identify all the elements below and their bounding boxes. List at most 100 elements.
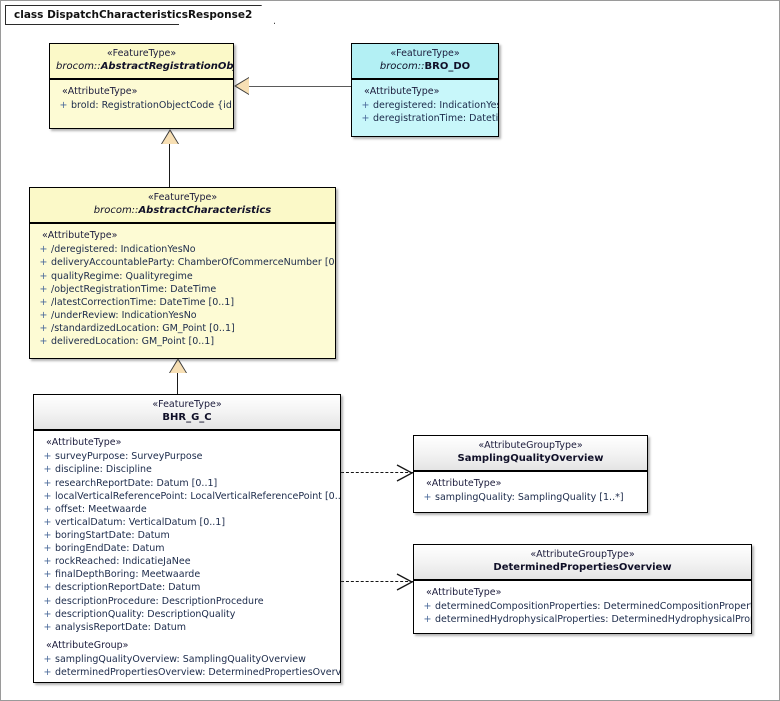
dependency-arrowhead-determinedpropertiesoverview: [396, 573, 414, 591]
visibility-marker: +: [39, 283, 48, 295]
attribute-row: + samplingQuality: SamplingQuality [1..*…: [414, 491, 647, 504]
attribute-row: + determinedHydrophysicalProperties: Det…: [414, 613, 751, 626]
class-attributes-sampling-quality-overview: «AttributeType» + samplingQuality: Sampl…: [414, 472, 647, 510]
class-header-sampling-quality-overview: «AttributeGroupType» SamplingQualityOver…: [414, 436, 647, 473]
attribute-text: deregistrationTime: Datetime: [373, 113, 499, 125]
attribute-row: +finalDepthBoring: Meetwaarde: [34, 568, 340, 581]
visibility-marker: +: [43, 556, 52, 568]
class-abstract-characteristics[interactable]: «FeatureType» brocom::AbstractCharacteri…: [29, 187, 336, 359]
visibility-marker: +: [43, 653, 52, 665]
compartment-label: «AttributeType»: [364, 86, 440, 98]
visibility-marker: +: [43, 582, 52, 594]
class-attributes-bhr-g-c: «AttributeType» +surveyPurpose: SurveyPu…: [34, 431, 340, 682]
attribute-row: +deliveredLocation: GM_Point [0..1]: [30, 335, 335, 348]
attribute-row: +determinedPropertiesOverview: Determine…: [34, 666, 340, 679]
attribute-text: samplingQuality: SamplingQuality [1..*]: [435, 492, 624, 504]
generalization-arrow-abstractcharacteristics: [162, 131, 178, 144]
attribute-row: +/objectRegistrationTime: DateTime: [30, 283, 335, 296]
attribute-text: discipline: Discipline: [55, 464, 152, 476]
visibility-marker: +: [39, 244, 48, 256]
attribute-row: +deliveryAccountableParty: ChamberOfComm…: [30, 256, 335, 269]
class-name: BHR_G_C: [40, 412, 334, 425]
class-attributes-bro-do: «AttributeType» + deregistered: Indicati…: [352, 80, 498, 131]
attribute-row: +descriptionReportDate: Datum: [34, 581, 340, 594]
attribute-row: +/latestCorrectionTime: DateTime [0..1]: [30, 296, 335, 309]
attribute-row: +boringEndDate: Datum: [34, 542, 340, 555]
diagram-title-tab: class DispatchCharacteristicsResponse2: [5, 5, 275, 24]
stereotype-label: «AttributeGroupType»: [530, 549, 635, 560]
attribute-row: +analysisReportDate: Datum: [34, 621, 340, 634]
visibility-marker: +: [39, 257, 48, 269]
class-name: SamplingQualityOverview: [420, 453, 641, 466]
attribute-text: determinedHydrophysicalProperties: Deter…: [435, 614, 752, 626]
attribute-text: rockReached: IndicatieJaNee: [55, 556, 191, 568]
visibility-marker: +: [361, 100, 370, 112]
attribute-text: descriptionReportDate: Datum: [55, 582, 201, 594]
visibility-marker: +: [43, 667, 52, 679]
compartment-label: «AttributeType»: [426, 587, 502, 599]
class-abstract-registration-object[interactable]: «FeatureType» brocom::AbstractRegistrati…: [49, 43, 234, 129]
attribute-row: + broId: RegistrationObjectCode {id}: [50, 99, 233, 112]
attribute-text: finalDepthBoring: Meetwaarde: [55, 569, 201, 581]
visibility-marker: +: [43, 451, 52, 463]
attribute-text: verticalDatum: VerticalDatum [0..1]: [55, 516, 226, 528]
class-name-text: SamplingQualityOverview: [457, 452, 604, 464]
visibility-marker: +: [39, 309, 48, 321]
attribute-text: /standardizedLocation: GM_Point [0..1]: [51, 323, 235, 335]
stereotype-label: «FeatureType»: [147, 192, 218, 203]
attribute-row: +boringStartDate: Datum: [34, 529, 340, 542]
compartment-label: «AttributeType»: [42, 230, 118, 242]
class-bhr-g-c[interactable]: «FeatureType» BHR_G_C «AttributeType» +s…: [33, 394, 341, 683]
class-sampling-quality-overview[interactable]: «AttributeGroupType» SamplingQualityOver…: [413, 435, 648, 513]
attribute-row: + deregistrationTime: Datetime: [352, 112, 498, 125]
class-attributes-determined-properties-overview: «AttributeType» + determinedCompositionP…: [414, 581, 751, 632]
attribute-text: boringEndDate: Datum: [55, 543, 165, 555]
visibility-marker: +: [361, 113, 370, 125]
visibility-marker: +: [43, 503, 52, 515]
attribute-text: /deregistered: IndicationYesNo: [51, 244, 196, 256]
package-prefix: brocom::: [93, 204, 139, 216]
attribute-text: offset: Meetwaarde: [55, 503, 147, 515]
class-name-text: DeterminedPropertiesOverview: [493, 561, 672, 573]
attribute-row: +qualityRegime: Qualityregime: [30, 270, 335, 283]
class-name: brocom::AbstractRegistrationObject: [56, 61, 233, 74]
attribute-text: /underReview: IndicationYesNo: [51, 309, 197, 321]
visibility-marker: +: [39, 296, 48, 308]
attribute-text: qualityRegime: Qualityregime: [51, 270, 193, 282]
attribute-row: +surveyPurpose: SurveyPurpose: [34, 450, 340, 463]
visibility-marker: +: [423, 614, 432, 626]
visibility-marker: +: [43, 490, 52, 502]
class-header-abstract-characteristics: «FeatureType» brocom::AbstractCharacteri…: [30, 188, 335, 225]
visibility-marker: +: [43, 543, 52, 555]
dependency-line-determinedpropertiesoverview: [341, 581, 413, 582]
visibility-marker: +: [43, 464, 52, 476]
attribute-row: + determinedCompositionProperties: Deter…: [414, 600, 751, 613]
attribute-text: samplingQualityOverview: SamplingQuality…: [55, 653, 306, 665]
class-name-text: AbstractRegistrationObject: [100, 60, 234, 72]
attribute-row: +discipline: Discipline: [34, 463, 340, 476]
attribute-text: deliveredLocation: GM_Point [0..1]: [51, 336, 215, 348]
title-tab-left-edge: [5, 5, 6, 25]
attribute-row: +descriptionProcedure: DescriptionProced…: [34, 595, 340, 608]
visibility-marker: +: [43, 621, 52, 633]
class-determined-properties-overview[interactable]: «AttributeGroupType» DeterminedPropertie…: [413, 544, 752, 634]
attribute-text: analysisReportDate: Datum: [55, 621, 187, 633]
class-header-bhr-g-c: «FeatureType» BHR_G_C: [34, 395, 340, 432]
attribute-row: +rockReached: IndicatieJaNee: [34, 555, 340, 568]
stereotype-label: «AttributeGroupType»: [478, 440, 583, 451]
attribute-text: surveyPurpose: SurveyPurpose: [55, 451, 203, 463]
class-header-bro-do: «FeatureType» brocom::BRO_DO: [352, 44, 498, 81]
visibility-marker: +: [43, 595, 52, 607]
class-header-determined-properties-overview: «AttributeGroupType» DeterminedPropertie…: [414, 545, 751, 582]
attribute-row: +offset: Meetwaarde: [34, 503, 340, 516]
attribute-text: /objectRegistrationTime: DateTime: [51, 283, 217, 295]
attribute-row: +samplingQualityOverview: SamplingQualit…: [34, 653, 340, 666]
visibility-marker: +: [39, 270, 48, 282]
attribute-text: /latestCorrectionTime: DateTime [0..1]: [51, 296, 235, 308]
visibility-marker: +: [39, 336, 48, 348]
attribute-row: +descriptionQuality: DescriptionQuality: [34, 608, 340, 621]
class-bro-do[interactable]: «FeatureType» brocom::BRO_DO «AttributeT…: [351, 43, 499, 137]
visibility-marker: +: [43, 530, 52, 542]
class-name: DeterminedPropertiesOverview: [420, 562, 745, 575]
